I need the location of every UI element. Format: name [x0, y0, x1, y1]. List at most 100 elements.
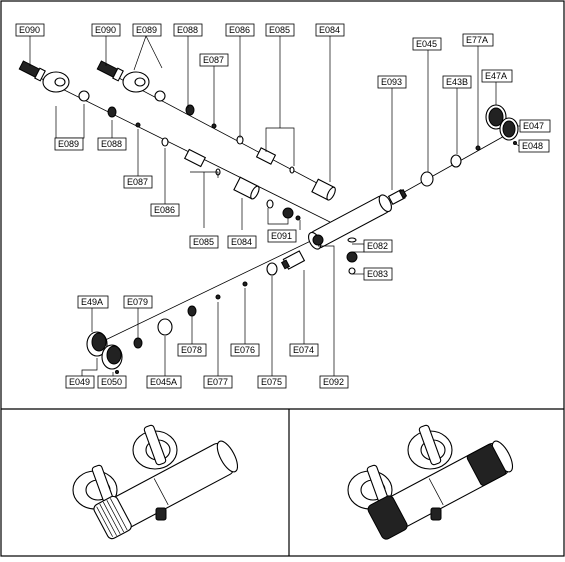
part-label-E47A: E47A	[481, 69, 513, 83]
part-label-E088b: E088	[97, 137, 127, 151]
part-label-E087b: E087	[123, 175, 153, 189]
svg-text:E049: E049	[69, 377, 90, 387]
nut-icon	[107, 106, 117, 118]
sleeve-icon	[311, 178, 336, 201]
svg-text:E090: E090	[95, 25, 116, 35]
thermostatic-valve-icon	[72, 424, 239, 540]
part-label-E076: E076	[230, 343, 260, 357]
part-label-E075: E075	[257, 375, 287, 389]
svg-text:E090: E090	[19, 25, 40, 35]
svg-text:E088: E088	[101, 139, 122, 149]
part-label-E49A: E49A	[77, 295, 109, 309]
part-label-E086a: E086	[225, 23, 255, 37]
screw-icon	[96, 60, 124, 82]
filter-icon	[135, 122, 141, 128]
part-label-E048: E048	[518, 139, 550, 153]
svg-text:E089: E089	[58, 139, 79, 149]
part-label-E085a: E085	[265, 23, 295, 37]
knob-icon	[101, 344, 123, 370]
svg-text:E078: E078	[181, 345, 202, 355]
o-ring-icon	[312, 234, 324, 246]
svg-text:E43B: E43B	[446, 77, 468, 87]
nut-icon	[450, 154, 462, 168]
svg-text:E084: E084	[231, 237, 252, 247]
cartridge-icon	[280, 250, 306, 270]
svg-text:E092: E092	[323, 377, 344, 387]
nut-icon	[187, 305, 197, 317]
screw-icon	[18, 60, 46, 82]
washer-icon	[266, 262, 278, 276]
part-label-E045A: E045A	[146, 375, 182, 389]
leader-lines	[29, 35, 520, 376]
svg-text:E076: E076	[234, 345, 255, 355]
part-label-E077: E077	[203, 375, 233, 389]
cartridge-icon	[387, 189, 408, 206]
svg-text:E079: E079	[127, 297, 148, 307]
part-label-E074: E074	[289, 343, 319, 357]
parts-upper-left	[18, 60, 301, 221]
part-label-E083: E083	[363, 267, 393, 281]
part-label-E047: E047	[519, 119, 551, 133]
o-ring-icon	[420, 171, 434, 187]
o-ring-icon	[78, 90, 90, 102]
svg-text:E083: E083	[367, 269, 388, 279]
part-label-E084a: E084	[315, 23, 345, 37]
part-label-E050: E050	[97, 375, 127, 389]
plug-icon	[348, 267, 356, 275]
part-label-E085b: E085	[189, 235, 219, 249]
part-label-E089b: E089	[54, 137, 84, 151]
svg-text:E045: E045	[416, 39, 437, 49]
svg-text:E085: E085	[269, 25, 290, 35]
part-label-E089a: E089	[132, 23, 162, 37]
nut-icon	[185, 104, 195, 116]
connector-icon	[183, 148, 207, 168]
svg-text:E045A: E045A	[150, 377, 177, 387]
o-ring-icon	[157, 318, 173, 336]
svg-text:E091: E091	[271, 231, 292, 241]
seal-icon	[346, 251, 358, 263]
svg-text:E086: E086	[154, 205, 175, 215]
part-label-E090b: E090	[91, 23, 121, 37]
svg-text:E086: E086	[229, 25, 250, 35]
knob-icon	[499, 117, 519, 141]
svg-text:E048: E048	[522, 141, 543, 151]
parts-right	[387, 104, 519, 206]
part-label-E77A: E77A	[462, 33, 494, 47]
filter-icon	[242, 281, 248, 287]
parts-upper-right	[96, 60, 336, 201]
svg-text:E087: E087	[127, 177, 148, 187]
part-label-E088a: E088	[173, 23, 203, 37]
part-label-E045: E045	[412, 37, 442, 51]
svg-text:E087: E087	[203, 55, 224, 65]
part-label-E43B: E43B	[442, 75, 472, 89]
part-label-E091: E091	[267, 229, 297, 243]
part-label-E049: E049	[65, 375, 95, 389]
part-label-E086b: E086	[150, 203, 180, 217]
part-label-E079: E079	[123, 295, 153, 309]
svg-text:E082: E082	[367, 241, 388, 251]
washer-icon	[161, 137, 169, 147]
knob-icon	[86, 331, 108, 357]
filter-icon	[211, 123, 217, 129]
part-label-E082: E082	[363, 239, 393, 253]
connector-icon	[255, 147, 277, 165]
svg-text:E49A: E49A	[81, 297, 103, 307]
seal-icon	[347, 237, 357, 243]
part-label-E092: E092	[319, 375, 349, 389]
svg-text:E093: E093	[381, 77, 402, 87]
sleeve-icon	[233, 176, 260, 200]
svg-text:E047: E047	[523, 121, 544, 131]
part-label-E090a: E090	[15, 23, 45, 37]
o-ring-icon	[154, 90, 166, 102]
svg-text:E088: E088	[177, 25, 198, 35]
svg-text:E077: E077	[207, 377, 228, 387]
part-label-E084b: E084	[227, 235, 257, 249]
thermostatic-valve-knurled-icon	[347, 424, 514, 540]
svg-text:E074: E074	[293, 345, 314, 355]
svg-text:E075: E075	[261, 377, 282, 387]
svg-text:E77A: E77A	[466, 35, 488, 45]
part-label-E087a: E087	[199, 53, 229, 67]
